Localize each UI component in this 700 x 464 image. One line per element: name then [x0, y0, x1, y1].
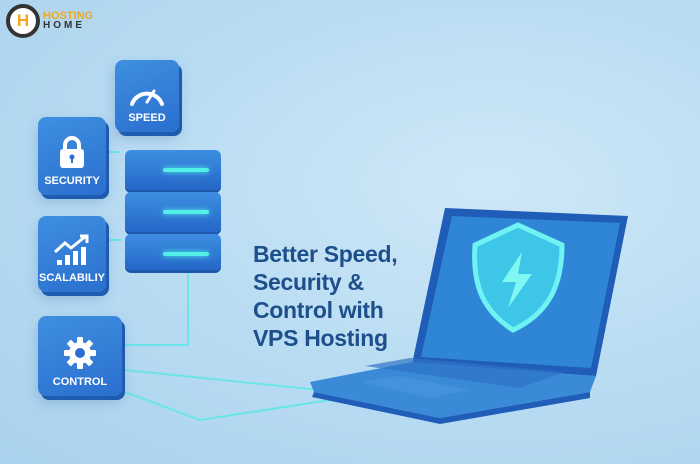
growth-chart-icon	[53, 234, 89, 265]
shield-icon	[472, 222, 565, 333]
tile-control: CONTROL	[38, 316, 122, 396]
brand-logo[interactable]: H HOSTING HOME	[6, 4, 93, 38]
logo-mark: H	[6, 4, 40, 38]
tile-label: SPEED	[128, 112, 166, 124]
tile-scalability: SCALABILIY	[38, 216, 106, 292]
headline: Better Speed, Security & Control with VP…	[253, 240, 398, 352]
server-led	[163, 210, 209, 214]
tile-label: SECURITY	[44, 175, 100, 187]
server-unit	[125, 234, 221, 270]
server-led	[163, 252, 209, 256]
tile-label: SCALABILIY	[39, 272, 105, 284]
tile-security: SECURITY	[38, 117, 106, 195]
server-led	[163, 168, 209, 172]
laptop-illustration	[310, 208, 628, 424]
headline-line: Control with	[253, 297, 384, 323]
tile-label: CONTROL	[52, 376, 108, 388]
server-unit	[125, 192, 221, 232]
gear-icon	[64, 337, 96, 369]
speedometer-icon	[130, 89, 164, 106]
logo-line1: HOSTING	[43, 10, 94, 22]
headline-line: VPS Hosting	[253, 325, 388, 351]
headline-line: Better Speed,	[253, 241, 398, 267]
server-unit	[125, 150, 221, 190]
lock-icon	[60, 136, 84, 168]
logo-line2: HOME	[43, 20, 85, 31]
headline-line: Security &	[253, 269, 364, 295]
tile-speed: SPEED	[115, 60, 179, 132]
